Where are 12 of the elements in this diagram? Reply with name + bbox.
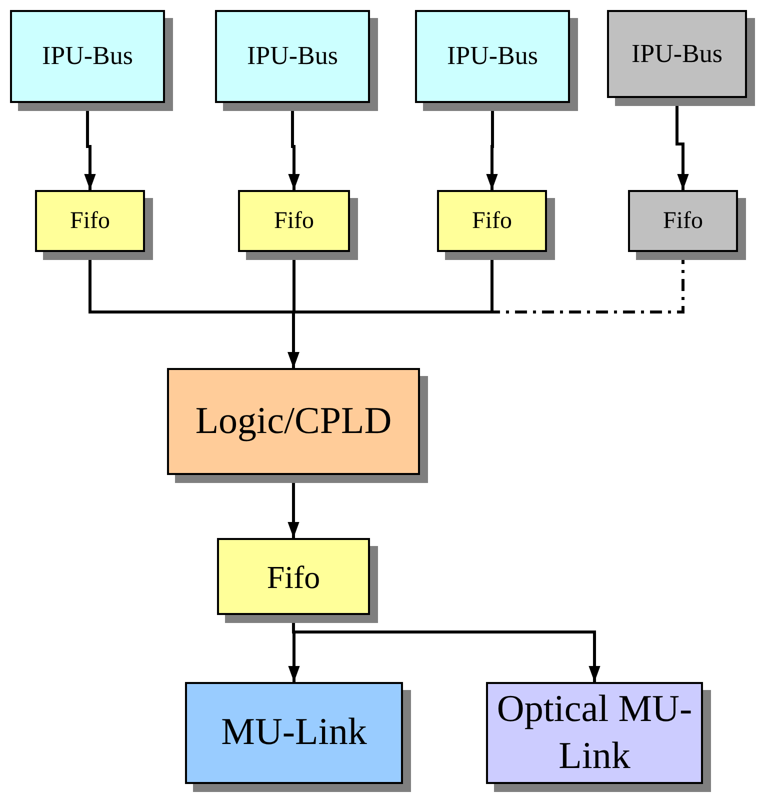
node-label: Fifo bbox=[274, 207, 314, 236]
node-label: Fifo bbox=[662, 207, 703, 236]
node-label: Optical MU-Link bbox=[496, 686, 694, 779]
node-label: IPU-Bus bbox=[246, 40, 338, 72]
node-label: Fifo bbox=[472, 207, 512, 236]
node-label: IPU-Bus bbox=[42, 40, 133, 72]
node-label: Fifo bbox=[266, 558, 320, 596]
node-label: Fifo bbox=[70, 207, 110, 236]
node-label: IPU-Bus bbox=[631, 38, 722, 70]
node-label: IPU-Bus bbox=[446, 40, 538, 72]
node-label: MU-Link bbox=[221, 710, 367, 756]
node-label: Logic/CPLD bbox=[195, 398, 392, 444]
